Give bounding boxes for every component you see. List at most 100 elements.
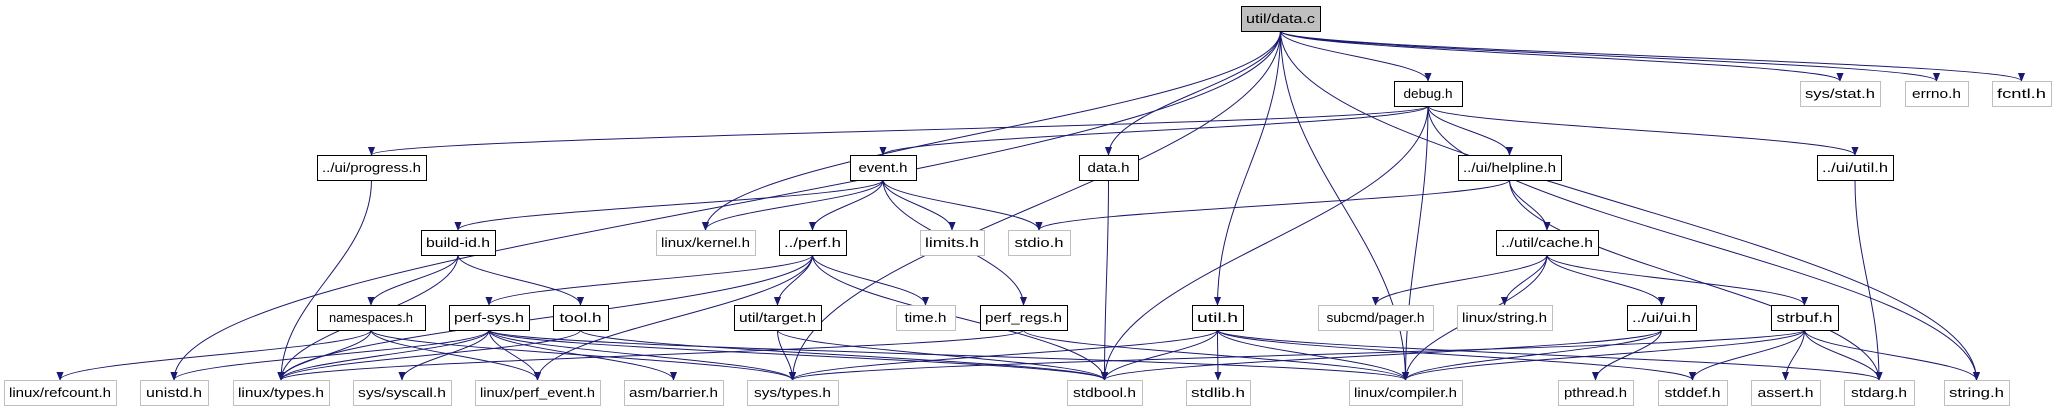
edge-data_c-to-unistd <box>170 30 1281 381</box>
node-label: stdarg.h <box>1851 385 1907 400</box>
node-perf[interactable]: ../perf.h <box>779 230 847 256</box>
node-label: sys/types.h <box>754 385 831 400</box>
node-limits: limits.h <box>920 230 985 256</box>
node-namespaces[interactable]: namespaces.h <box>317 305 426 331</box>
edge-data_h-to-stdbool <box>1100 179 1109 381</box>
node-box <box>4 380 117 406</box>
edge-data_c-to-data_h <box>1104 30 1281 156</box>
node-label: subcmd/pager.h <box>1327 310 1425 325</box>
node-box <box>233 380 330 406</box>
node-box <box>353 380 452 406</box>
edge-data_c-to-errno <box>1280 30 1940 82</box>
edge-data_c-to-fcntl <box>1280 30 2025 82</box>
node-label: stddef.h <box>1665 385 1721 400</box>
node-perf-sys[interactable]: perf-sys.h <box>449 305 530 331</box>
edge-perf_sys-to-syscall <box>398 329 490 381</box>
node-box <box>475 380 601 406</box>
edge-perf-to-perf_sys <box>485 254 813 306</box>
edge-ui_ui-to-compiler <box>1402 329 1662 381</box>
node-helpline[interactable]: ../ui/helpline.h <box>1458 155 1562 181</box>
node-box <box>317 305 426 331</box>
node-box <box>1944 380 2010 406</box>
edge-cache-to-pager <box>1371 254 1548 306</box>
edge-perf-to-perf_event <box>533 254 813 381</box>
edge-debug-to-progress <box>368 105 1429 156</box>
node-progress[interactable]: ../ui/progress.h <box>317 155 427 181</box>
edge-ui_ui-to-stdbool <box>1101 329 1662 381</box>
node-label: linux/kernel.h <box>661 235 750 250</box>
node-event[interactable]: event.h <box>850 155 917 181</box>
node-label: ../ui/ui.h <box>1632 310 1691 325</box>
node-label: ../perf.h <box>784 235 841 250</box>
edge-tool-to-stdbool <box>580 329 1108 381</box>
node-stdio: stdio.h <box>1008 230 1071 256</box>
node-tool[interactable]: tool.h <box>553 305 609 331</box>
node-box <box>1318 305 1434 331</box>
node-ui-ui[interactable]: ../ui/ui.h <box>1627 305 1697 331</box>
node-box <box>1558 380 1634 406</box>
node-syscall: sys/syscall.h <box>353 380 452 406</box>
edge-perf_regs-to-compiler <box>1023 329 1409 381</box>
edge-event-to-limits <box>882 179 956 231</box>
edge-event-to-perf <box>808 179 884 231</box>
node-label: sys/syscall.h <box>358 385 446 400</box>
node-cache[interactable]: ../util/cache.h <box>1496 230 1599 256</box>
node-label: linux/refcount.h <box>9 385 111 400</box>
node-label: perf_regs.h <box>985 310 1062 325</box>
node-debug[interactable]: debug.h <box>1394 81 1463 107</box>
node-box <box>1186 380 1251 406</box>
node-label: sys/stat.h <box>1805 86 1875 101</box>
node-label: ../util/cache.h <box>1501 235 1593 250</box>
node-label: ../ui/progress.h <box>322 160 421 175</box>
edge-perf_sys-to-unistd <box>170 329 490 381</box>
node-box <box>1627 305 1697 331</box>
node-target[interactable]: util/target.h <box>734 305 822 331</box>
node-label: unistd.h <box>146 385 202 400</box>
edge-build_id-to-namespaces <box>367 254 459 306</box>
edges <box>56 30 2025 381</box>
node-box <box>1817 155 1894 181</box>
node-label: linux/types.h <box>238 385 324 400</box>
edge-helpline-to-stdio <box>1035 179 1510 231</box>
node-box <box>779 230 847 256</box>
node-build-id[interactable]: build-id.h <box>421 230 496 256</box>
node-unistd: unistd.h <box>140 380 209 406</box>
edge-data_c-to-kernel <box>701 30 1281 231</box>
node-box <box>1079 155 1139 181</box>
node-label: linux/perf_event.h <box>480 385 595 400</box>
edge-perf_sys-to-compiler <box>488 329 1409 381</box>
node-ltypes: linux/types.h <box>233 380 330 406</box>
edge-cache-to-lstring <box>1500 254 1548 306</box>
node-box <box>1800 81 1881 107</box>
edge-strbuf-to-assert <box>1781 329 1805 381</box>
node-label: event.h <box>859 160 908 175</box>
node-compiler: linux/compiler.h <box>1349 380 1463 406</box>
node-label: stdlib.h <box>1191 385 1245 400</box>
node-strbuf[interactable]: strbuf.h <box>1771 305 1839 331</box>
node-label: limits.h <box>925 235 979 250</box>
node-data-h[interactable]: data.h <box>1079 155 1139 181</box>
node-box <box>553 305 609 331</box>
edge-debug-to-ui_util <box>1427 105 1859 156</box>
edge-debug-to-helpline <box>1427 105 1514 156</box>
node-box <box>1349 380 1463 406</box>
node-label: linux/string.h <box>1462 310 1547 325</box>
node-label: ../ui/util.h <box>1822 160 1888 175</box>
node-perf-regs[interactable]: perf_regs.h <box>980 305 1068 331</box>
node-box <box>449 305 530 331</box>
edge-perf_sys-to-ltypes <box>277 329 490 381</box>
node-ui-util[interactable]: ../ui/util.h <box>1817 155 1894 181</box>
edge-data_c-to-util_h <box>1213 30 1281 306</box>
node-util-h[interactable]: util.h <box>1192 305 1244 331</box>
node-box <box>734 305 822 331</box>
node-box <box>1771 305 1839 331</box>
node-box <box>317 155 427 181</box>
edge-strbuf-to-stddef <box>1688 329 1805 381</box>
edge-debug-to-stdbool <box>1100 105 1429 381</box>
edge-cache-to-ui_ui <box>1546 254 1666 306</box>
edge-perf_sys-to-perf_event <box>488 329 542 381</box>
node-errno: errno.h <box>1905 81 1969 107</box>
node-box <box>920 230 985 256</box>
node-label: util/data.c <box>1246 11 1316 26</box>
